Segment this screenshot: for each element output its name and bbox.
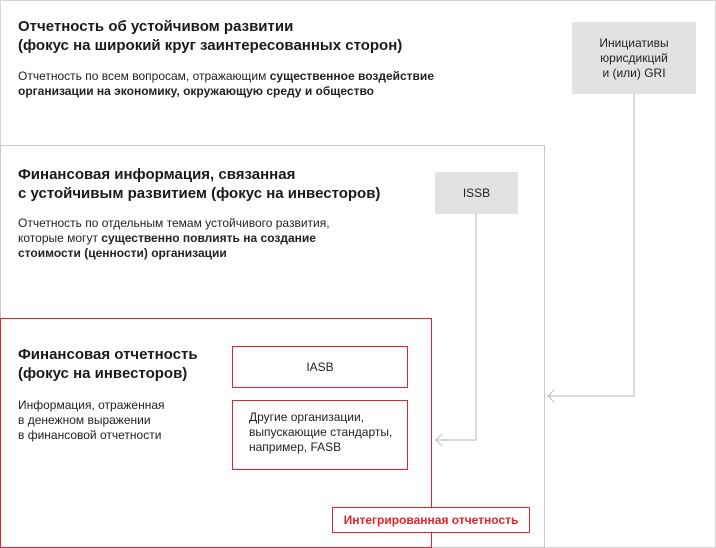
iasb-box: IASB [232,346,408,388]
financial-reporting-description: Информация, отраженная в денежном выраже… [18,398,165,442]
gri-initiatives-box: Инициативы юрисдикций и (или) GRI [572,22,696,94]
issb-arrowhead-icon [435,433,443,447]
sustainability-reporting-title: Отчетность об устойчивом развитии (фокус… [18,18,403,54]
financial-reporting-title: Финансовая отчетность (фокус на инвестор… [18,346,198,382]
sustainability-reporting-description: Отчетность по всем вопросам, отражающим … [18,69,434,98]
issb-connector [436,214,477,441]
integrated-reporting-label: Интегрированная отчетность [332,507,530,533]
issb-box: ISSB [435,172,518,214]
gri-arrowhead-icon [547,389,555,403]
sustainability-financial-info-title: Финансовая информация, связанная с устой… [18,166,381,202]
gri-connector [548,94,635,397]
sustainability-financial-info-description: Отчетность по отдельным темам устойчивог… [18,216,330,260]
other-standard-setters-box: Другие организации, выпускающие стандарт… [232,400,408,470]
